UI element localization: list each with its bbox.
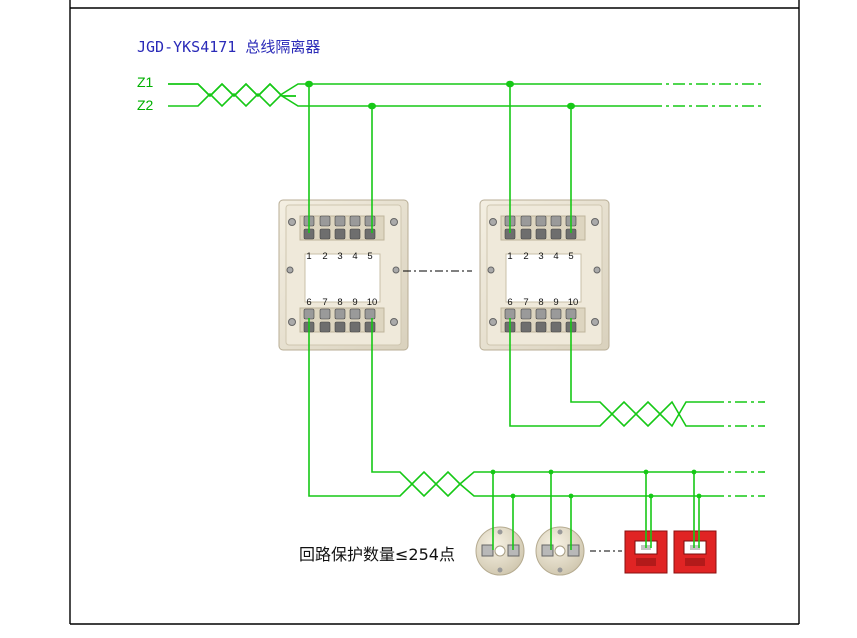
terminal-screw [319,321,331,333]
terminal-screw [535,321,547,333]
terminal-screw [349,215,361,227]
terminal-screw [364,321,376,333]
terminal-screw [504,308,516,320]
terminal-screw [303,308,315,320]
terminal-4-label: 4 [352,251,357,262]
terminal-screw [535,308,547,320]
terminal-4-label: 4 [553,251,558,262]
terminal-2-label: 2 [322,251,327,262]
terminal-screw [550,228,562,240]
terminal-8-label: 8 [337,297,342,308]
terminal-screw [520,228,532,240]
terminal-9-label: 9 [553,297,558,308]
terminal-2-label: 2 [523,251,528,262]
z1-label: Z1 [137,74,154,90]
terminal-screw [319,228,331,240]
terminal-5-label: 5 [367,251,372,262]
diagram-title: JGD-YKS4171 总线隔离器 [137,38,321,56]
terminal-1-label: 1 [507,251,512,262]
terminal-screw [334,215,346,227]
terminal-screw [349,321,361,333]
terminal-screw [364,308,376,320]
isolator-module-1 [278,199,409,351]
terminal-7-label: 7 [523,297,528,308]
terminal-screw [520,308,532,320]
terminal-3-label: 3 [337,251,342,262]
terminal-6-label: 6 [306,297,311,308]
manual-call-point-2 [673,530,717,574]
terminal-screw [334,308,346,320]
terminal-screw [520,321,532,333]
terminal-screw [364,228,376,240]
terminal-labels-module-1: 1 2 3 4 5 6 7 8 9 10 [306,251,377,308]
terminal-3-label: 3 [538,251,543,262]
terminal-10-label: 10 [568,297,579,308]
z2-label: Z2 [137,97,154,113]
terminal-screw [334,321,346,333]
terminal-screw [319,215,331,227]
terminal-screw [535,215,547,227]
terminal-screw [520,215,532,227]
terminal-screw [565,308,577,320]
terminal-1-label: 1 [306,251,311,262]
terminal-screw [550,308,562,320]
terminal-screw [364,215,376,227]
loop-capacity-note: 回路保护数量≤254点 [299,545,455,564]
terminal-screw [334,228,346,240]
terminal-10-label: 10 [367,297,378,308]
terminal-8-label: 8 [538,297,543,308]
junction-dots [305,80,702,499]
terminal-7-label: 7 [322,297,327,308]
terminal-screw [535,228,547,240]
terminal-screw [349,308,361,320]
terminal-screw [550,215,562,227]
terminal-6-label: 6 [507,297,512,308]
terminal-labels-module-2: 1 2 3 4 5 6 7 8 9 10 [507,251,578,308]
isolator-module-2 [479,199,610,351]
terminal-9-label: 9 [352,297,357,308]
terminal-screw [349,228,361,240]
bus-wiring [168,82,765,550]
smoke-detector-base-2 [535,526,585,576]
drawing-frame [69,0,800,625]
terminal-5-label: 5 [568,251,573,262]
smoke-detector-base-1 [475,526,525,576]
terminal-screw [319,308,331,320]
terminal-screw [550,321,562,333]
